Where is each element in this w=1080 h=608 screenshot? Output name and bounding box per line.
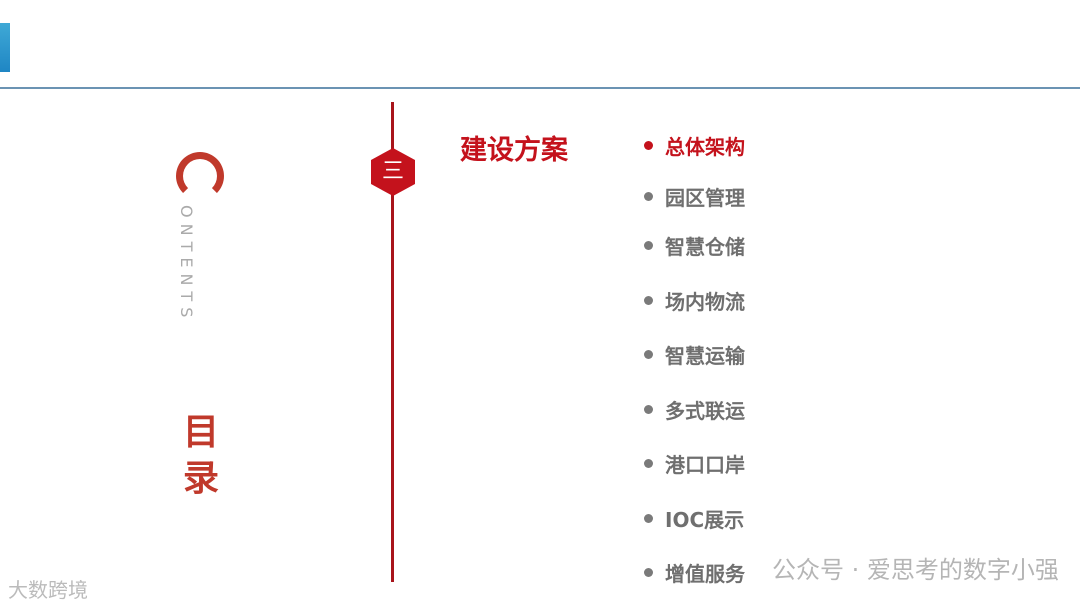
agenda-item-label: 总体架构 bbox=[665, 135, 745, 159]
agenda-item[interactable]: 总体架构 bbox=[644, 131, 745, 160]
agenda-item[interactable]: 智慧仓储 bbox=[644, 231, 745, 260]
section-title: 建设方案 bbox=[460, 135, 568, 166]
agenda-item-label: 智慧运输 bbox=[665, 344, 745, 368]
agenda-item-label: 场内物流 bbox=[665, 290, 745, 314]
bullet-icon bbox=[644, 296, 653, 305]
logo-watermark: 大数跨境 bbox=[8, 578, 88, 602]
bullet-icon bbox=[644, 350, 653, 359]
bullet-icon bbox=[644, 514, 653, 523]
agenda-item[interactable]: 多式联运 bbox=[644, 395, 745, 424]
agenda-item[interactable]: 增值服务 bbox=[644, 558, 745, 587]
agenda-item[interactable]: 场内物流 bbox=[644, 286, 745, 315]
contents-label: ONTENTS bbox=[177, 205, 196, 324]
header-accent-tab bbox=[0, 23, 10, 72]
agenda-item[interactable]: 智慧运输 bbox=[644, 340, 745, 369]
wechat-watermark: 公众号 · 爱思考的数字小强 bbox=[772, 556, 1059, 584]
header-divider bbox=[0, 87, 1080, 89]
agenda-item-label: 多式联运 bbox=[665, 399, 745, 423]
section-number-badge: 三 bbox=[371, 148, 415, 196]
agenda-item-label: IOC展示 bbox=[665, 508, 745, 532]
bullet-icon bbox=[644, 241, 653, 250]
agenda-item-label: 港口口岸 bbox=[665, 453, 745, 477]
bullet-icon bbox=[644, 405, 653, 414]
timeline-line bbox=[391, 102, 394, 582]
agenda-item[interactable]: 园区管理 bbox=[644, 182, 745, 211]
contents-title: 目录 bbox=[183, 412, 220, 499]
agenda-item[interactable]: IOC展示 bbox=[644, 504, 744, 533]
bullet-icon bbox=[644, 141, 653, 150]
bullet-icon bbox=[644, 568, 653, 577]
agenda-item-label: 增值服务 bbox=[665, 562, 745, 586]
bullet-icon bbox=[644, 459, 653, 468]
bullet-icon bbox=[644, 192, 653, 201]
agenda-item[interactable]: 港口口岸 bbox=[644, 449, 745, 478]
agenda-item-label: 智慧仓储 bbox=[665, 235, 745, 259]
agenda-item-label: 园区管理 bbox=[665, 186, 745, 210]
contents-c-letter bbox=[176, 152, 224, 200]
